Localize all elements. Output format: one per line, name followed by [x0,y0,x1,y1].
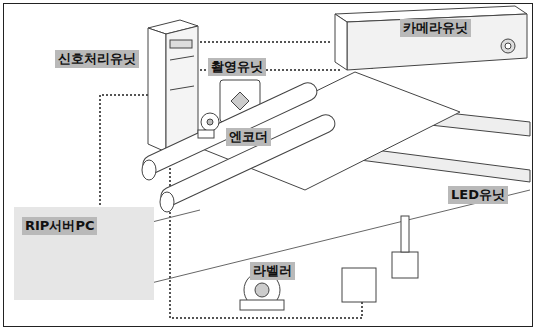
part-name: 신호처리유닛 [55,50,139,68]
part-name: 카메라유닛 [400,19,471,37]
signal-processing-cabinet [148,20,198,152]
part-name: 라벨러 [250,262,295,280]
frame [4,4,533,327]
pc-panel-ground [14,207,154,300]
part-name: 엔코더 [226,128,271,146]
pc-panel: RIP서버PC [14,207,154,300]
encoder [198,113,219,138]
labeler [240,216,418,310]
part-name: LED유닛 [448,186,508,204]
part-name: 촬영유닛 [208,58,266,76]
part-name: RIP서버PC [22,217,97,235]
camera-unit [335,6,527,70]
